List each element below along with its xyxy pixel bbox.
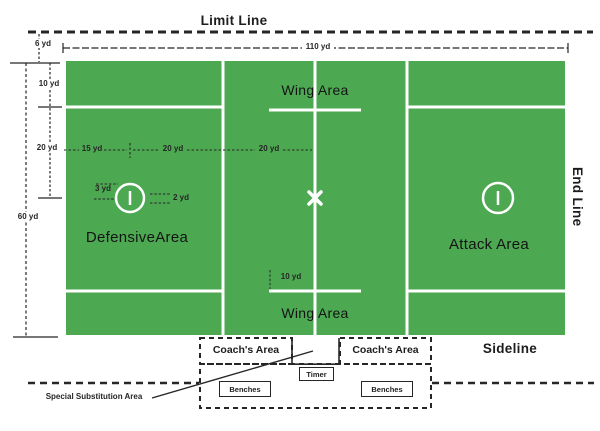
timer-box: Timer — [299, 367, 334, 381]
coach-area-right-box — [339, 337, 432, 365]
measure-15yd-label: 15 yd — [81, 144, 103, 153]
measure-3yd-label: 3 yd — [94, 184, 111, 193]
substitution-area-box — [199, 363, 432, 409]
attack-area-label: Attack Area — [448, 236, 529, 253]
measure-10yd-left-label: 10 yd — [35, 79, 63, 88]
measure-20yd-a-label: 20 yd — [162, 144, 184, 153]
measure-20yd-left-label: 20 yd — [33, 143, 61, 152]
benches-right-label: Benches — [371, 384, 403, 394]
crease-measures — [94, 183, 271, 289]
benches-left-label: Benches — [229, 384, 261, 394]
goal-crease-left — [114, 182, 146, 214]
sideline-label: Sideline — [482, 341, 538, 356]
measure-10yd-wing-label: 10 yd — [280, 272, 302, 281]
special-substitution-area-label: Special Substitution Area — [45, 392, 143, 401]
timer-label: Timer — [306, 369, 327, 379]
coach-area-left-label: Coach's Area — [212, 344, 280, 356]
wing-area-bottom-label: Wing Area — [281, 305, 349, 321]
measure-2yd-label: 2 yd — [172, 193, 189, 202]
measure-60yd-label: 60 yd — [14, 212, 42, 221]
benches-right-box: Benches — [361, 381, 413, 397]
measure-6yd-label: 6 yd — [31, 39, 55, 48]
goal-crease-right — [481, 181, 515, 215]
center-faceoff-x — [307, 190, 323, 206]
width-ruler-60yd — [10, 62, 60, 338]
limit-line-label: Limit Line — [200, 13, 268, 28]
zone-measure-row — [64, 143, 312, 158]
measure-20yd-b-label: 20 yd — [258, 144, 280, 153]
measure-110yd-label: 110 yd — [302, 42, 334, 51]
coach-area-right-label: Coach's Area — [352, 344, 419, 356]
field-surface — [63, 58, 568, 338]
end-line-label: End Line — [570, 167, 585, 227]
defensive-area-label: DefensiveArea — [85, 229, 189, 246]
benches-left-box: Benches — [219, 381, 271, 397]
wing-area-top-label: Wing Area — [281, 82, 349, 98]
